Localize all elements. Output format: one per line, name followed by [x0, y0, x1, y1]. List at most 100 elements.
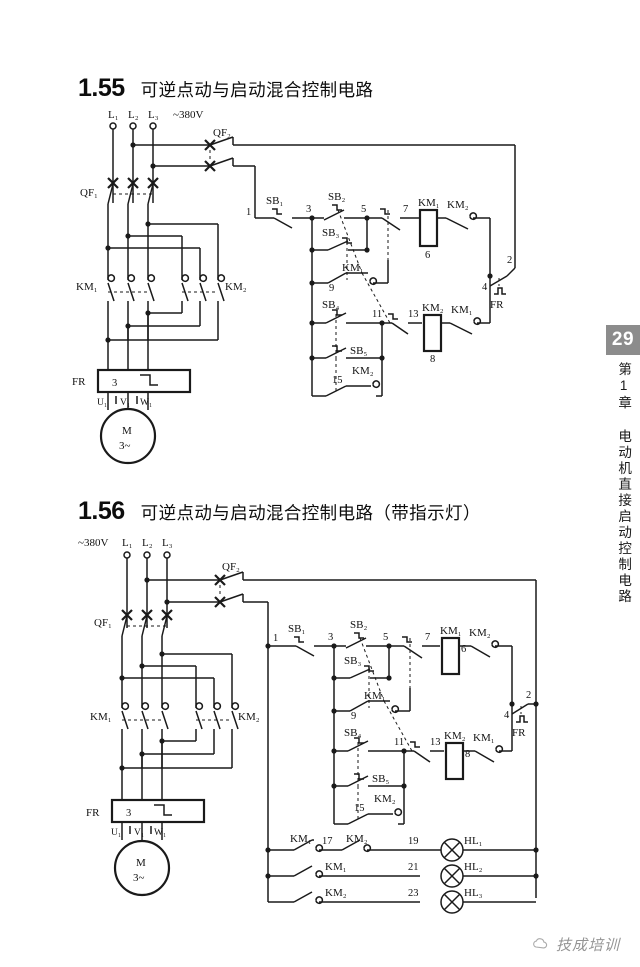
coil-label-km1-2: KM₁ — [440, 625, 462, 637]
motor-terminal-w1: W₁ — [140, 398, 152, 408]
phase-label-l2: L₂ — [128, 109, 139, 121]
terminal-l1-2 — [123, 551, 131, 559]
wire-number-9: 9 — [329, 283, 334, 294]
supply-voltage-label: ~380V — [173, 109, 203, 121]
motor-symbol — [99, 407, 157, 465]
terminal-l2-2 — [143, 551, 151, 559]
terminal-l2 — [129, 122, 137, 130]
button-label-sb1: SB₁ — [266, 195, 283, 207]
section-heading-156: 1.56 可逆点动与启动混合控制电路（带指示灯） — [78, 497, 481, 526]
motor-sub-label-2: 3~ — [133, 872, 145, 884]
motor-terminal-v1-2: V₁ — [134, 828, 144, 838]
coil-km2-2 — [444, 741, 465, 781]
wire-number-15: 15 — [332, 375, 343, 386]
contactor-label-km2-2: KM₂ — [238, 711, 260, 723]
button-label-sb4: SB₄ — [322, 299, 339, 311]
supply-voltage-label-2: ~380V — [78, 537, 108, 549]
section-heading-155: 1.55 可逆点动与启动混合控制电路 — [78, 74, 373, 103]
circuit-diagram-156: .w2 { stroke:#1a1a1a; stroke-width:1.5; … — [60, 528, 570, 928]
section-number: 1.55 — [78, 74, 125, 102]
wire-number-3-2: 3 — [328, 632, 333, 643]
aux-contact-label-km2-lamp: KM₂ — [346, 833, 368, 845]
section-number-2: 1.56 — [78, 497, 125, 525]
wire-number-13-2: 13 — [430, 737, 441, 748]
contactor-label-km2: KM₂ — [225, 281, 247, 293]
footer-watermark: 技成培训 — [532, 934, 620, 955]
phase-label-l3-2: L₃ — [162, 537, 173, 549]
button-label-sb5: SB₅ — [350, 345, 367, 357]
wire-number-7: 7 — [403, 204, 408, 215]
motor-terminal-u1: U₁ — [97, 398, 107, 408]
coil-label-km2-2: KM₂ — [444, 730, 466, 742]
fr-number-2: 3 — [126, 808, 131, 819]
wire-number-7-2: 7 — [425, 632, 430, 643]
wire-number-5-2: 5 — [383, 632, 388, 643]
footer-watermark-text: 技成培训 — [555, 937, 620, 954]
wire-number-19: 19 — [408, 836, 419, 847]
phase-label-l1-2: L₁ — [122, 537, 133, 549]
chapter-label: 第1章 电动机直接启动控制电路 — [616, 362, 632, 605]
breaker-label-qf1-2: QF₁ — [94, 617, 112, 629]
wire-number-1-2: 1 — [273, 633, 278, 644]
aux-contact-label-km2-3: KM₂ — [469, 627, 491, 639]
wire-number-6: 6 — [425, 250, 430, 261]
breaker-label-qf2-2: QF₂ — [222, 561, 240, 573]
motor-sub-label: 3~ — [119, 440, 131, 452]
button-label-sb4-2: SB₄ — [344, 727, 361, 739]
button-label-sb3: SB₃ — [322, 227, 339, 239]
overload-contact-label-fr: FR — [490, 299, 504, 311]
aux-contact-label-km1-4: KM₁ — [473, 732, 495, 744]
button-label-sb3-2: SB₃ — [344, 655, 361, 667]
cloud-logo — [532, 936, 549, 953]
wire-number-2: 2 — [507, 255, 512, 266]
phase-label-l3: L₃ — [148, 109, 159, 121]
section-title-2: 可逆点动与启动混合控制电路（带指示灯） — [140, 503, 481, 523]
coil-km1-2 — [440, 636, 461, 676]
overload-contact-label-fr-2: FR — [512, 727, 526, 739]
terminal-l3-2 — [163, 551, 171, 559]
contactor-label-km1: KM₁ — [76, 281, 98, 293]
terminal-l1 — [109, 122, 117, 130]
circuit-diagram-155: .w { stroke:#1a1a1a; stroke-width:1.5; f… — [70, 108, 550, 478]
aux-contact-label-km1: KM₁ — [342, 262, 364, 274]
lamp-label-hl1: HL₁ — [464, 835, 483, 847]
phase-label-l2-2: L₂ — [142, 537, 153, 549]
page-number: 29 — [606, 325, 640, 355]
wire-number-8-2: 8 — [465, 749, 470, 760]
aux-contact-label-km1-lamp2: KM₁ — [325, 861, 347, 873]
motor-terminal-u1-2: U₁ — [111, 828, 121, 838]
wire-number-3: 3 — [306, 204, 311, 215]
wire-number-23: 23 — [408, 888, 419, 899]
button-label-sb1-2: SB₁ — [288, 623, 305, 635]
wire-number-13: 13 — [408, 309, 419, 320]
coil-km1 — [418, 208, 439, 248]
overload-relay-label-fr-2: FR — [86, 807, 100, 819]
fr-number: 3 — [112, 378, 117, 389]
wire-number-21: 21 — [408, 862, 419, 873]
section-title: 可逆点动与启动混合控制电路 — [140, 80, 374, 100]
wire-number-15-2: 15 — [354, 803, 365, 814]
page-side-tab: 29 第1章 电动机直接启动控制电路 — [606, 325, 640, 605]
wire-number-8: 8 — [430, 354, 435, 365]
wire-number-11: 11 — [372, 309, 382, 320]
motor-label-2: M — [136, 857, 146, 869]
button-label-sb5-2: SB₅ — [372, 773, 389, 785]
breaker-label-qf1: QF₁ — [80, 187, 98, 199]
wire-number-5: 5 — [361, 204, 366, 215]
wire-number-4-2: 4 — [504, 710, 510, 721]
button-label-sb2: SB₂ — [328, 191, 345, 203]
wire-number-11-2: 11 — [394, 737, 404, 748]
motor-symbol-2 — [113, 839, 171, 897]
wire-number-6-2: 6 — [461, 644, 466, 655]
coil-label-km2: KM₂ — [422, 302, 444, 314]
lamp-label-hl2: HL₂ — [464, 861, 483, 873]
coil-km2 — [422, 313, 443, 353]
terminal-l3 — [149, 122, 157, 130]
wire-number-1: 1 — [246, 207, 251, 218]
aux-contact-label-km2-lamp2: KM₂ — [325, 887, 347, 899]
motor-terminal-w1-2: W₁ — [154, 828, 166, 838]
wire-number-9-2: 9 — [351, 711, 356, 722]
lamp-label-hl3: HL₃ — [464, 887, 483, 899]
phase-label-l1: L₁ — [108, 109, 119, 121]
